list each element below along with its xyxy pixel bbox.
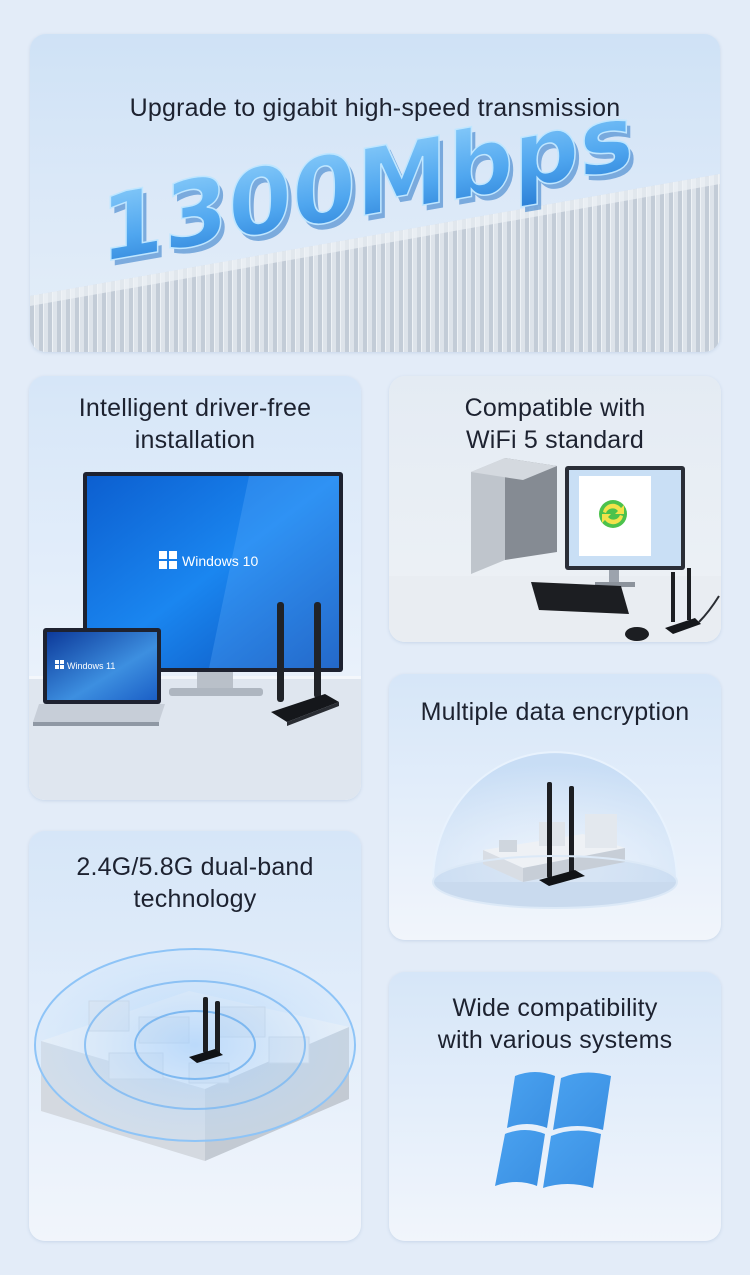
windows-logo-icon [159,551,177,569]
feature-card-compatibility: Wide compatibility with various systems [389,972,721,1241]
wifi-adapter-icon [665,568,701,634]
pc-setup-illustration [389,458,721,642]
wifi-adapter-icon [539,782,585,886]
monitor-os-label: Windows 10 [182,553,258,569]
laptop: Windows 11 [33,628,165,726]
svg-text:Windows 11: Windows 11 [67,661,115,671]
wifi-adapter-icon [189,997,223,1063]
hero-banner: 1300Mbps 1300Mbps Upgrade to gigabit hig… [30,34,720,352]
feature-card-wifi5: Compatible with WiFi 5 standard [389,376,721,642]
wifi-adapter-icon [271,602,339,726]
desktop-laptop-illustration: Windows 10 Windows 11 [29,472,361,800]
feature-card-encryption: Multiple data encryption [389,674,721,940]
encryption-title: Multiple data encryption [420,698,690,726]
hero-title: Upgrade to gigabit high-speed transmissi… [129,94,621,122]
house-signal-illustration [34,948,356,1161]
windows-logo-icon [495,1072,611,1188]
dual-band-title: 2.4G/5.8G dual-band technology [76,853,314,913]
dome-illustration [432,751,678,909]
compatibility-title: Wide compatibility with various systems [437,994,673,1054]
ribbed-wall [30,174,720,352]
driver-free-title: Intelligent driver-free installation [78,394,312,454]
hero-illustration: 1300Mbps 1300Mbps [30,82,720,352]
wifi5-title: Compatible with WiFi 5 standard [464,394,646,454]
feature-card-driver-free: Windows 10 Windows 11 Intelligent driver… [29,376,361,800]
feature-card-dual-band: 2.4G/5.8G dual-band technology [29,831,361,1241]
